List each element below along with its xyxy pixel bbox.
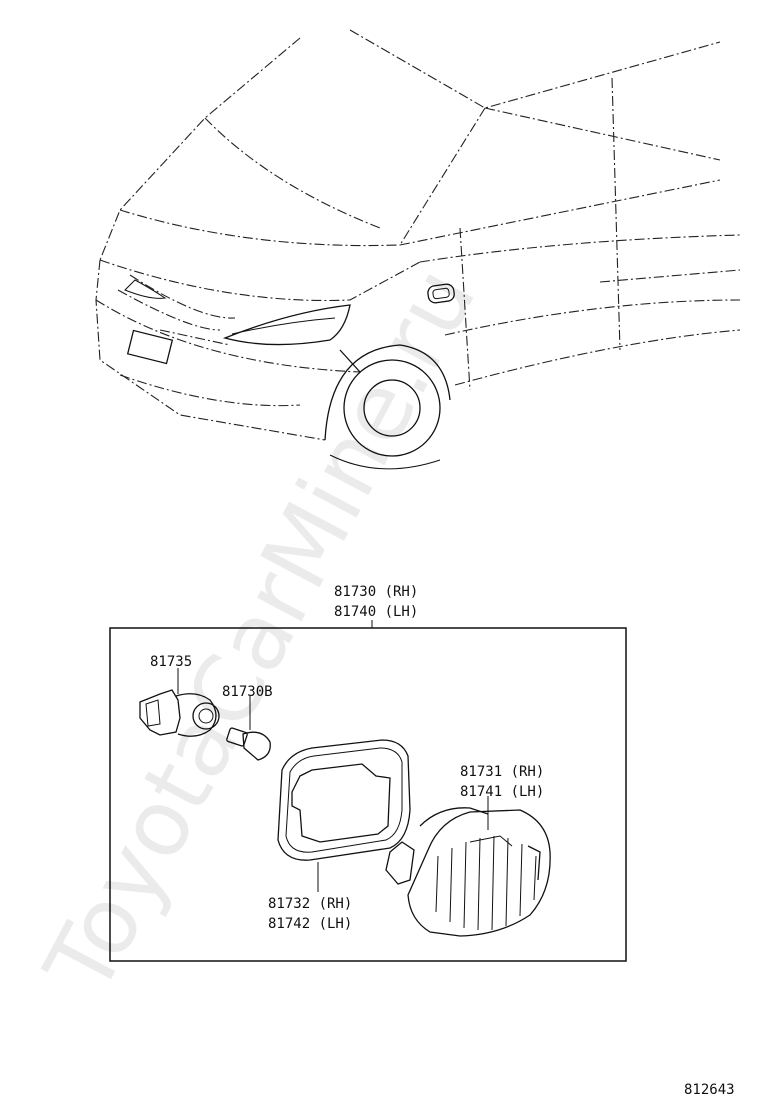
gasket-part — [277, 739, 411, 892]
socket-part — [139, 668, 220, 737]
gasket-lh-label: 81742 (LH) — [268, 916, 352, 932]
bulb-part — [226, 696, 271, 761]
assembly-lh-label: 81740 (LH) — [334, 604, 418, 620]
bulb-label: 81730B — [222, 684, 273, 700]
watermark-text: ToyotaCarMine.ru — [24, 250, 496, 1011]
assembly-rh-label: 81730 (RH) — [334, 584, 418, 600]
vehicle-outline — [95, 29, 741, 470]
lens-rh-label: 81731 (RH) — [460, 764, 544, 780]
socket-label: 81735 — [150, 654, 192, 670]
lens-lh-label: 81741 (LH) — [460, 784, 544, 800]
figure-number: 812643 — [684, 1082, 735, 1098]
lens-part — [385, 796, 551, 937]
exploded-view-frame — [109, 627, 627, 962]
gasket-rh-label: 81732 (RH) — [268, 896, 352, 912]
